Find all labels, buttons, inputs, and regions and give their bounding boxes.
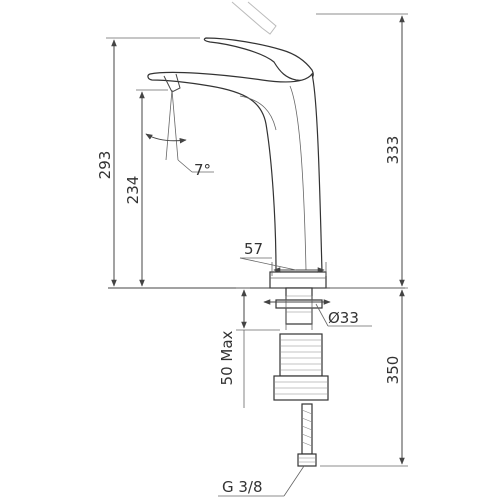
- dim-293-label: 293: [96, 151, 114, 180]
- base-plate: [269, 271, 327, 289]
- mounting-washer: [275, 299, 323, 309]
- body-contour: [239, 95, 277, 131]
- dim-50max-label: 50 Max: [218, 330, 236, 385]
- outlet-aerator: [163, 73, 181, 93]
- angle-arc: [145, 133, 187, 144]
- dim-57-label: 57: [244, 240, 263, 258]
- dim-333-label: 333: [384, 136, 402, 165]
- handle-open-ghost: [231, 1, 277, 35]
- dim-thread-label: G 3/8: [222, 478, 263, 496]
- dim-234-label: 234: [124, 176, 142, 205]
- dim-33-label: Ø33: [328, 309, 359, 327]
- hose-fitting: [297, 453, 317, 467]
- flexible-hose: [301, 403, 313, 455]
- faucet-body: [147, 71, 323, 273]
- handle-lever: [203, 37, 314, 82]
- dim-350-label: 350: [384, 356, 402, 385]
- dim-angle-label: 7°: [194, 161, 211, 179]
- body-contour-2: [289, 85, 307, 271]
